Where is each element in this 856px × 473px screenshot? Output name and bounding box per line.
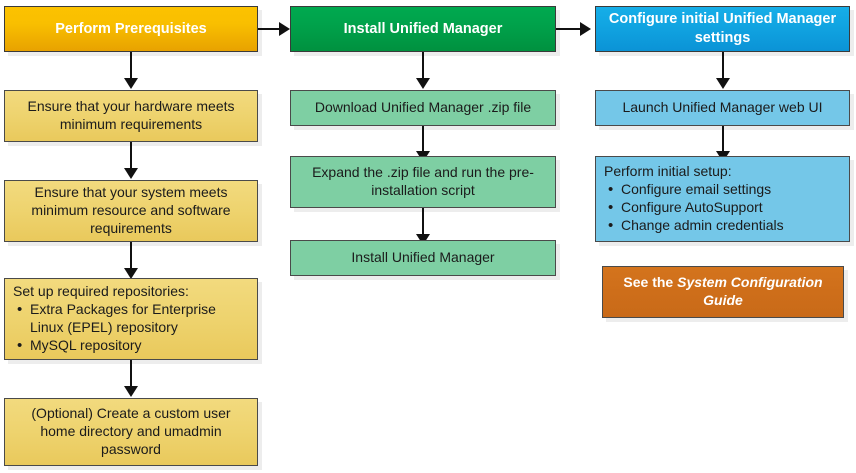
list-item: Configure email settings bbox=[608, 180, 841, 199]
step-box-expand-zip-label: Expand the .zip file and run the pre-ins… bbox=[312, 164, 534, 198]
step-box-repositories-bullets: Extra Packages for Enterprise Linux (EPE… bbox=[13, 300, 249, 355]
column-header-configure[interactable]: Configure initial Unified Manager settin… bbox=[595, 6, 850, 52]
column-header-install[interactable]: Install Unified Manager bbox=[290, 6, 556, 52]
step-box-hardware[interactable]: Ensure that your hardware meets minimum … bbox=[4, 90, 258, 142]
step-box-see-guide[interactable]: See the System Configuration Guide bbox=[602, 266, 844, 318]
connector-line-col2-col3 bbox=[556, 28, 582, 30]
list-item: Extra Packages for Enterprise Linux (EPE… bbox=[17, 300, 249, 337]
list-item: MySQL repository bbox=[17, 336, 249, 355]
step-box-custom-user[interactable]: (Optional) Create a custom user home dir… bbox=[4, 398, 258, 466]
connector-arrow-prereq-3 bbox=[124, 268, 138, 279]
step-box-hardware-label: Ensure that your hardware meets minimum … bbox=[27, 98, 235, 132]
step-box-download-zip-label: Download Unified Manager .zip file bbox=[314, 99, 532, 116]
column-header-prerequisites[interactable]: Perform Prerequisites bbox=[4, 6, 258, 52]
connector-arrow-prereq-4 bbox=[124, 386, 138, 397]
connector-line-col1-col2 bbox=[258, 28, 282, 30]
list-item: Change admin credentials bbox=[608, 216, 841, 235]
step-box-initial-setup[interactable]: Perform initial setup: Configure email s… bbox=[595, 156, 850, 242]
step-box-system-label: Ensure that your system meets minimum re… bbox=[31, 184, 231, 236]
step-box-initial-setup-lead: Perform initial setup: bbox=[604, 163, 732, 180]
connector-line-configure-1 bbox=[722, 52, 724, 79]
step-box-repositories-lead: Set up required repositories: bbox=[13, 283, 189, 300]
connector-line-install-2 bbox=[422, 126, 424, 152]
step-box-install-um[interactable]: Install Unified Manager bbox=[290, 240, 556, 276]
connector-line-configure-2 bbox=[722, 126, 724, 152]
column-header-prerequisites-label: Perform Prerequisites bbox=[55, 20, 207, 37]
step-box-download-zip[interactable]: Download Unified Manager .zip file bbox=[290, 90, 556, 126]
step-box-see-guide-label: See the System Configuration Guide bbox=[611, 274, 835, 310]
connector-line-prereq-1 bbox=[130, 52, 132, 79]
connector-arrow-install-3 bbox=[416, 234, 430, 245]
connector-arrow-prereq-2 bbox=[124, 168, 138, 179]
connector-arrow-col2-col3 bbox=[580, 22, 591, 36]
connector-arrow-configure-1 bbox=[716, 78, 730, 89]
connector-line-install-1 bbox=[422, 52, 424, 79]
step-box-launch-web-ui-label: Launch Unified Manager web UI bbox=[622, 99, 823, 116]
step-box-custom-user-label: (Optional) Create a custom user home dir… bbox=[31, 405, 231, 457]
step-box-launch-web-ui[interactable]: Launch Unified Manager web UI bbox=[595, 90, 850, 126]
connector-arrow-install-1 bbox=[416, 78, 430, 89]
connector-line-prereq-3 bbox=[130, 242, 132, 269]
see-guide-plain-text: See the bbox=[623, 274, 678, 291]
step-box-initial-setup-bullets: Configure email settings Configure AutoS… bbox=[604, 180, 841, 235]
see-guide-italic-text: System Configuration Guide bbox=[677, 274, 823, 308]
connector-line-prereq-4 bbox=[130, 360, 132, 387]
connector-arrow-prereq-1 bbox=[124, 78, 138, 89]
step-box-repositories[interactable]: Set up required repositories: Extra Pack… bbox=[4, 278, 258, 360]
connector-arrow-col1-col2 bbox=[279, 22, 290, 36]
step-box-system[interactable]: Ensure that your system meets minimum re… bbox=[4, 180, 258, 242]
column-header-install-label: Install Unified Manager bbox=[343, 20, 503, 37]
list-item: Configure AutoSupport bbox=[608, 198, 841, 217]
connector-line-install-3 bbox=[422, 208, 424, 235]
step-box-install-um-label: Install Unified Manager bbox=[351, 249, 495, 266]
step-box-expand-zip[interactable]: Expand the .zip file and run the pre-ins… bbox=[290, 156, 556, 208]
connector-line-prereq-2 bbox=[130, 142, 132, 169]
column-header-configure-label: Configure initial Unified Manager settin… bbox=[608, 11, 837, 46]
